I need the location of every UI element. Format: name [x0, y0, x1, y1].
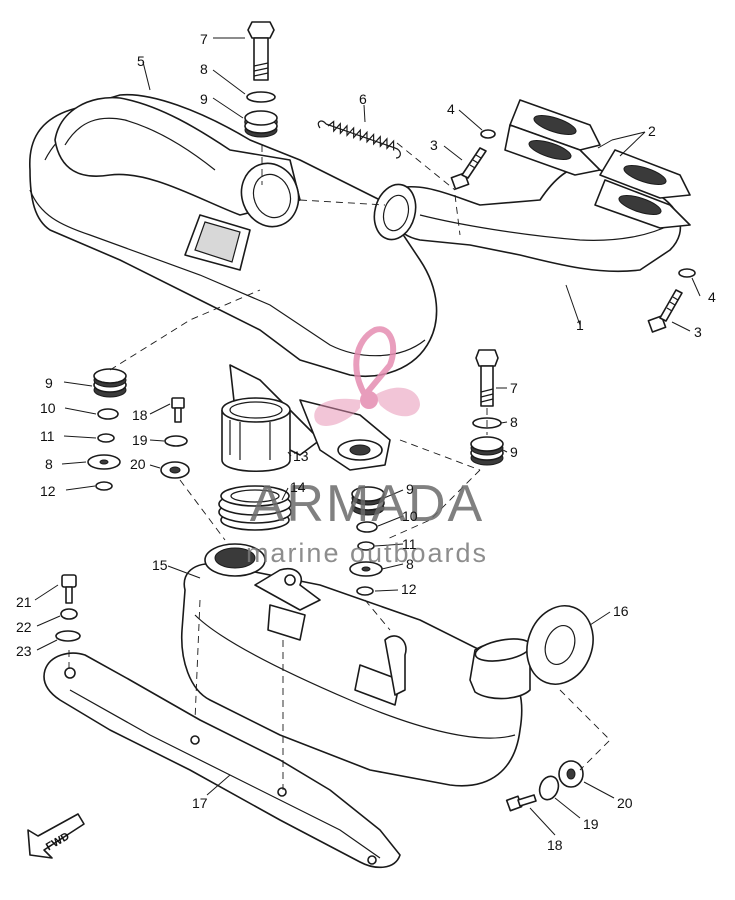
callout-8: 8	[200, 61, 208, 77]
exhaust-manifold	[373, 99, 691, 273]
bolt-3-lower	[647, 289, 683, 333]
bracket-17	[43, 652, 401, 869]
washer-4-lower	[678, 268, 696, 278]
callout-4: 4	[447, 101, 455, 117]
grommet-20-upper	[160, 461, 190, 479]
muffler-upper	[29, 93, 438, 471]
callout-13: 13	[293, 448, 309, 464]
callout-19: 19	[583, 816, 599, 832]
callout-8: 8	[510, 414, 518, 430]
callout-9: 9	[406, 481, 414, 497]
manifold-gasket-2	[504, 99, 691, 229]
callout-3: 3	[694, 324, 702, 340]
washer-23	[55, 630, 81, 642]
assembly-guide-lines	[68, 142, 611, 790]
sleeve-13	[221, 397, 291, 473]
callout-4: 4	[708, 289, 716, 305]
callout-23: 23	[16, 643, 32, 659]
callout-11: 11	[40, 428, 55, 444]
callout-21: 21	[16, 594, 32, 610]
callout-1: 1	[576, 317, 584, 333]
callout-5: 5	[137, 53, 145, 69]
callout-20: 20	[130, 456, 146, 472]
bolt-7-upper	[247, 21, 275, 81]
callout-9: 9	[45, 375, 53, 391]
callout-10: 10	[40, 400, 56, 416]
washer-12-left	[95, 481, 113, 491]
spring-washer-9-center	[351, 486, 385, 516]
callout-14: 14	[290, 479, 306, 495]
callout-6: 6	[359, 91, 367, 107]
muffler-lower	[180, 543, 532, 787]
leader-lines	[34, 37, 701, 836]
spring-washer-9-left	[93, 368, 127, 398]
callout-10: 10	[402, 508, 418, 524]
gasket-16	[526, 605, 594, 685]
bolt-18-upper	[171, 397, 185, 423]
callout-18: 18	[132, 407, 148, 423]
bellows-14	[218, 485, 292, 531]
washer-11-center	[357, 541, 375, 551]
armada-logo: ARMADA marine outboards	[246, 326, 488, 568]
callout-7: 7	[510, 380, 518, 396]
callout-18: 18	[547, 837, 563, 853]
washer-8-upper	[246, 91, 276, 103]
watermark-brand: ARMADA	[250, 475, 484, 533]
washer-22	[60, 608, 78, 620]
spring-washer-9-right	[470, 436, 504, 466]
callout-9: 9	[200, 91, 208, 107]
callout-17: 17	[192, 795, 208, 811]
washer-19-lower	[538, 775, 560, 801]
propeller-logo-icon	[314, 326, 420, 427]
callout-12: 12	[40, 483, 56, 499]
callout-12: 12	[401, 581, 417, 597]
washer-4-upper	[480, 129, 496, 139]
washer-10-center	[356, 521, 378, 533]
callout-22: 22	[16, 619, 32, 635]
washer-12-center	[356, 586, 374, 596]
washer-8-left	[87, 454, 121, 470]
washer-11-left	[97, 433, 115, 443]
callout-20: 20	[617, 795, 633, 811]
callout-16: 16	[613, 603, 629, 619]
callout-19: 19	[132, 432, 148, 448]
bolt-18-lower	[505, 794, 537, 812]
forward-direction-arrow	[27, 813, 85, 859]
callout-2: 2	[648, 123, 656, 139]
washer-19-upper	[164, 435, 188, 447]
watermark-tagline: marine outboards	[246, 538, 488, 568]
bolt-21	[61, 574, 77, 604]
callout-8: 8	[406, 556, 414, 572]
callout-15: 15	[152, 557, 168, 573]
callout-numbers: 7 8 9 5 6 4 3 2 1 4 3 9 10 11 8 12 18 19…	[16, 31, 716, 853]
washer-10-left	[97, 408, 119, 420]
callout-9: 9	[510, 444, 518, 460]
spring-washer-9-upper	[244, 110, 278, 138]
grommet-20-lower	[558, 760, 584, 788]
washer-8-center	[349, 561, 383, 577]
callout-8: 8	[45, 456, 53, 472]
spring-6	[317, 120, 401, 159]
callout-7: 7	[200, 31, 208, 47]
callout-3: 3	[430, 137, 438, 153]
bolt-3-upper	[450, 147, 487, 190]
bolt-7-right	[475, 349, 499, 407]
callout-11: 11	[402, 536, 417, 552]
